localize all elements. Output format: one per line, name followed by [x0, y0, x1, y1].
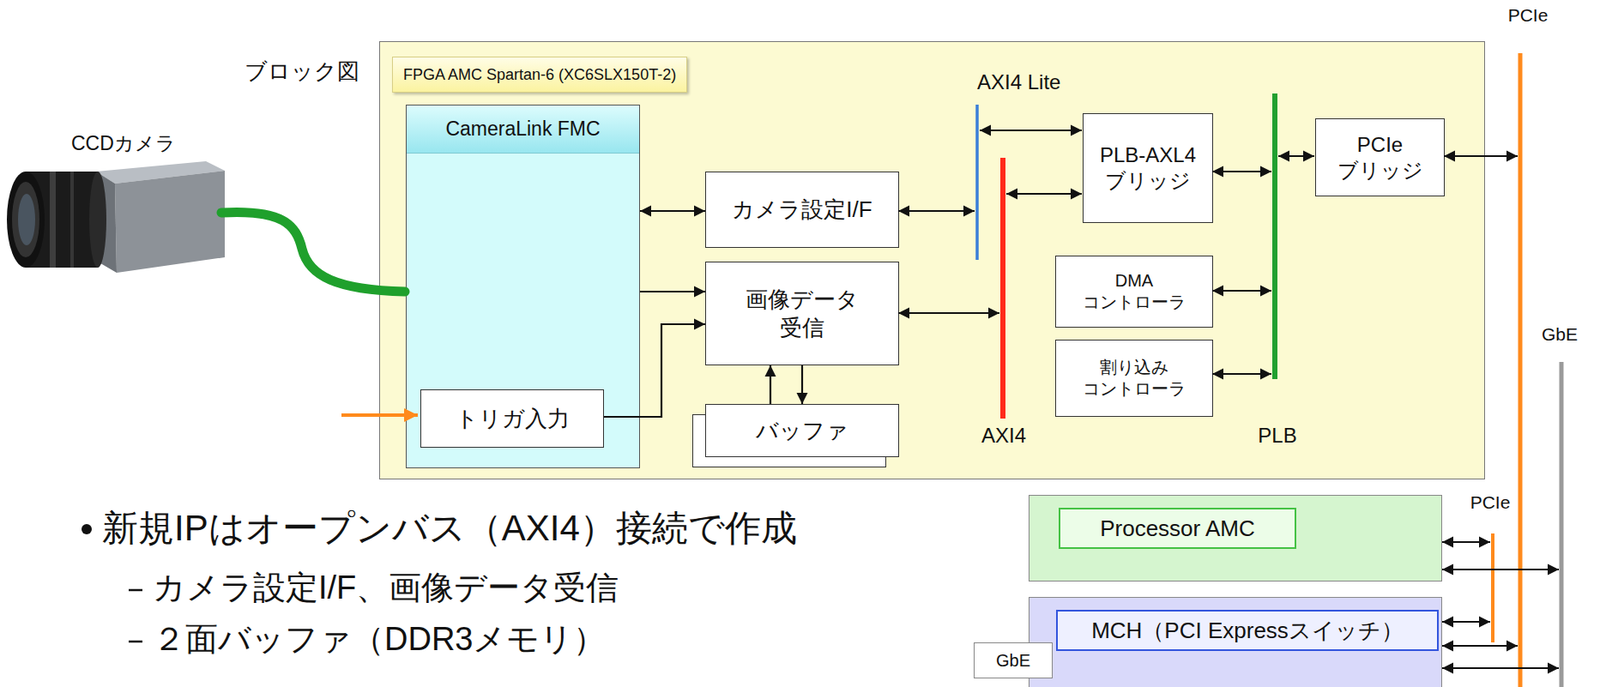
- lens-rim: [12, 181, 40, 258]
- device-label: CCDカメラ: [71, 132, 176, 155]
- bus-arrow: [1442, 568, 1559, 571]
- process-box: カメラ設定I/F: [705, 171, 900, 248]
- fpga-board: FPGA AMC Spartan-6 (XC6SLX150T-2) CameraL…: [379, 41, 1486, 480]
- bus-label-holder: PCIe: [1508, 4, 1549, 26]
- connector-arrow: [769, 365, 772, 405]
- diagram-title: ブロック図: [244, 58, 360, 85]
- process-box: 画像データ 受信: [705, 261, 900, 366]
- connector-arrow: [640, 290, 706, 293]
- bus-arrow: [898, 312, 1000, 314]
- box-label: PCIe ブリッジ: [1328, 132, 1432, 184]
- bus-line: [1491, 533, 1495, 643]
- bus-label: PCIe: [1470, 492, 1511, 513]
- bus-arrow: [1278, 155, 1315, 157]
- processor-module: Processor AMC: [1028, 495, 1443, 582]
- box-label: GbE: [996, 650, 1031, 672]
- bus-arrow: [1443, 155, 1518, 157]
- module-label: FPGA AMC Spartan-6 (XC6SLX150T-2): [392, 56, 688, 93]
- bus-label-holder: GbE: [1541, 323, 1578, 345]
- sub-bullet-text: カメラ設定I/F、画像データ受信: [152, 569, 619, 606]
- bus-label-holder: AXI4 Lite: [977, 70, 1061, 96]
- box-label: バッファ: [755, 416, 849, 446]
- module-label: Processor AMC: [1058, 507, 1297, 550]
- camera-cable: [221, 211, 405, 292]
- buffer-box: バッファ: [705, 404, 900, 458]
- connector-arrow: [801, 365, 804, 405]
- bus-label: GbE: [1541, 324, 1578, 345]
- bus-arrow: [1442, 541, 1491, 544]
- bus-label: AXI4: [981, 423, 1027, 447]
- module-header: CameraLink FMC: [406, 105, 640, 154]
- bus-label-holder: PLB: [1257, 423, 1297, 449]
- lens-glass: [18, 193, 36, 246]
- bullet-dash: [128, 640, 143, 644]
- connector-arrow: [603, 324, 706, 417]
- port-tag: GbE: [973, 642, 1053, 679]
- bus-arrow: [898, 210, 975, 212]
- bus-label: PLB: [1257, 423, 1297, 447]
- box-label: 割り込み コントローラ: [1074, 356, 1195, 400]
- lens-mount: [89, 171, 107, 268]
- camera-front: [96, 171, 117, 273]
- bridge-box: PCIe ブリッジ: [1315, 118, 1445, 197]
- bullet-dot: [81, 524, 92, 535]
- lens-ring: [49, 171, 56, 268]
- camera-top: [96, 161, 225, 184]
- bridge-box: PLB-AXL4 ブリッジ: [1082, 113, 1214, 224]
- box-label: カメラ設定I/F: [731, 195, 872, 224]
- switch-module: MCH（PCI Expressスイッチ）: [1028, 597, 1443, 687]
- bus-label: PCIe: [1508, 5, 1549, 25]
- bus-arrow: [1442, 645, 1518, 647]
- bullet-text-holder: 新規IPはオープンバス（AXI4）接続で作成: [102, 507, 797, 550]
- bus-label: AXI4 Lite: [977, 70, 1061, 94]
- sub-bullet-text: ２面バッファ（DDR3メモリ）: [152, 621, 606, 658]
- camera-lens: [25, 171, 98, 268]
- lens-ring: [70, 171, 74, 268]
- sub-bullet-text-holder: ２面バッファ（DDR3メモリ）: [152, 620, 606, 660]
- device-label-holder: CCDカメラ: [71, 132, 176, 157]
- bus-line: [1272, 93, 1278, 380]
- connector-arrow: [640, 210, 706, 212]
- bullet-text: 新規IPはオープンバス（AXI4）接続で作成: [102, 507, 797, 549]
- box-label: トリガ入力: [455, 404, 570, 434]
- bus-label-holder: PCIe: [1470, 491, 1511, 514]
- bus-arrow: [1442, 621, 1491, 623]
- bus-line: [975, 104, 979, 260]
- box-label: PLB-AXL4 ブリッジ: [1094, 142, 1202, 194]
- controller-box: 割り込み コントローラ: [1055, 339, 1214, 417]
- lens-front: [6, 171, 45, 268]
- diagram-title-holder: ブロック図: [244, 58, 360, 85]
- box-label: 画像データ 受信: [737, 285, 867, 342]
- bus-arrow: [1212, 289, 1272, 292]
- module-label: MCH（PCI Expressスイッチ）: [1056, 609, 1439, 652]
- bus-line: [1000, 157, 1006, 419]
- fmc-module: CameraLink FMC トリガ入力: [405, 104, 640, 469]
- bus-arrow: [1212, 373, 1272, 375]
- sub-bullet-text-holder: カメラ設定I/F、画像データ受信: [152, 568, 619, 609]
- bullet-dash: [128, 589, 143, 592]
- bus-label-holder: AXI4: [981, 423, 1027, 449]
- controller-box: DMA コントローラ: [1055, 255, 1214, 328]
- bus-line: [1518, 53, 1523, 687]
- bus-arrow: [1442, 667, 1559, 670]
- trigger-arrow: [341, 413, 418, 417]
- camera-side: [114, 170, 225, 273]
- ccd-camera: [6, 161, 225, 273]
- box-label: DMA コントローラ: [1074, 270, 1195, 314]
- bus-arrow: [979, 129, 1082, 132]
- process-box: トリガ入力: [420, 389, 604, 448]
- bus-arrow: [1006, 193, 1082, 195]
- bus-line: [1559, 362, 1564, 687]
- bus-arrow: [1212, 170, 1272, 173]
